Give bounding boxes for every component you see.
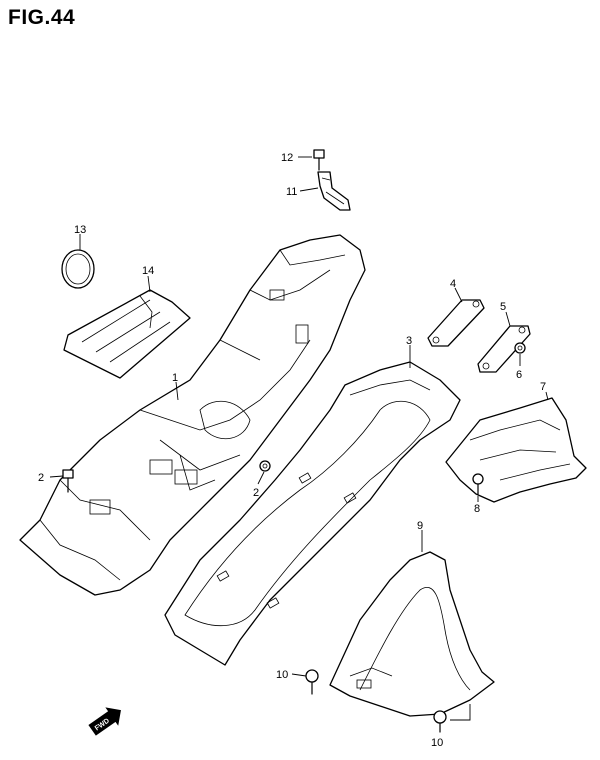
part-1-rear-fender[interactable] [19,234,366,596]
part-10-bolt-bottom[interactable] [433,710,447,733]
callout-14: 14 [142,265,154,277]
figure-title: FIG.44 [8,6,76,29]
callout-2-center: 2 [253,487,259,499]
callout-1: 1 [172,372,178,384]
part-3-inner-fender[interactable] [164,361,461,666]
callout-6: 6 [516,369,522,381]
part-8-bolt[interactable] [472,473,484,495]
part-13-seal-ring[interactable] [61,249,95,289]
part-2-bolt-center[interactable] [259,460,271,472]
leader-lines [49,156,549,721]
callout-7: 7 [540,381,546,393]
callout-11: 11 [286,186,297,198]
callout-3: 3 [406,335,412,347]
part-7-side-cover[interactable] [445,397,587,503]
part-14-tool-bag[interactable] [63,289,191,379]
callout-13: 13 [74,224,86,236]
part-9-rear-hugger[interactable] [329,551,495,717]
part-6-nut[interactable] [514,342,526,354]
callout-8: 8 [474,503,480,515]
callout-4: 4 [450,278,456,290]
callout-5: 5 [500,301,506,313]
callout-labels: 12 11 13 14 1 2 2 3 4 5 6 7 8 9 10 10 [38,152,546,749]
callout-9: 9 [417,520,423,532]
callout-12: 12 [281,152,293,164]
callout-10-left: 10 [276,669,288,681]
part-10-bolt-left[interactable] [305,669,319,695]
part-4-bracket[interactable] [427,299,485,347]
callout-10-bottom: 10 [431,737,443,749]
part-2-bolt-left[interactable] [62,469,74,493]
part-12-bolt[interactable] [313,149,325,171]
fwd-arrow: FWD [88,707,121,736]
callout-2-left: 2 [38,472,44,484]
part-11-bracket[interactable] [317,171,351,211]
